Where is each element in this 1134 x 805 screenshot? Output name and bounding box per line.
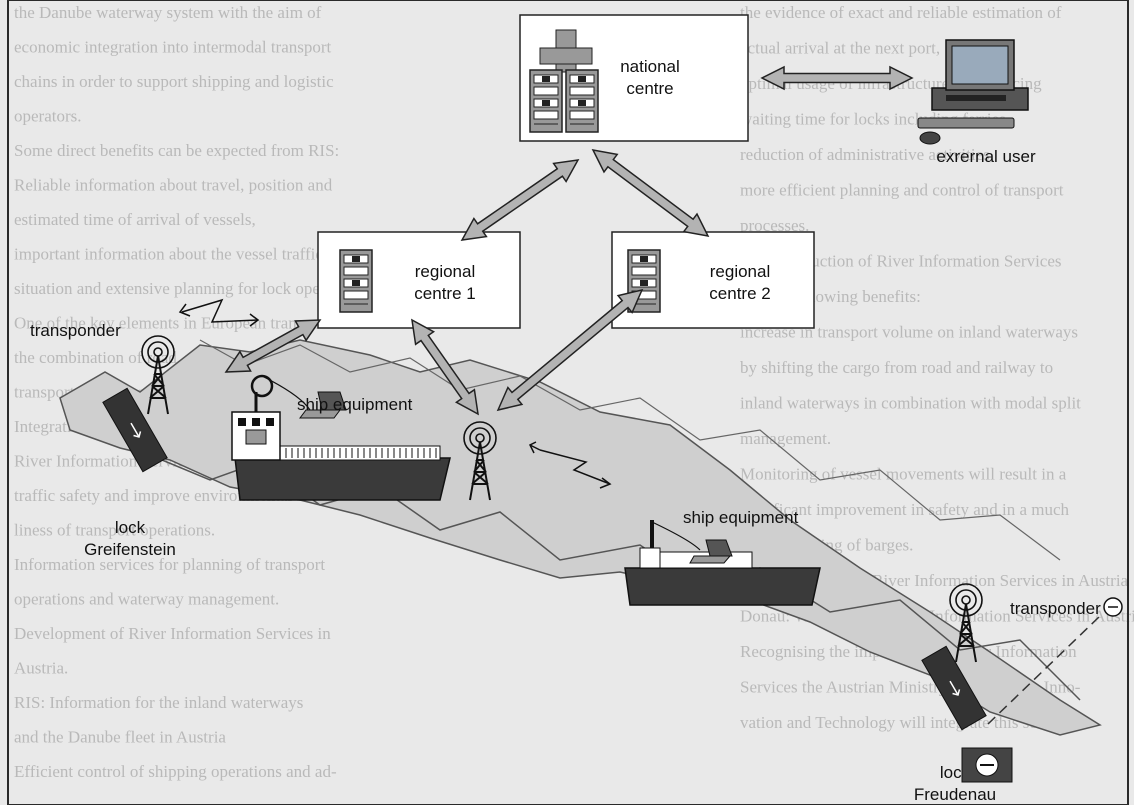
background-text-line: RIS: Information for the inland waterway…	[14, 693, 303, 712]
ship-equipment-label-right: ship equipment	[683, 508, 799, 527]
double-arrow	[460, 159, 580, 241]
double-arrow	[411, 318, 479, 416]
ship-equipment-label-left: ship equipment	[297, 395, 413, 414]
minus-circle-icon	[1103, 597, 1123, 617]
background-text-line: operations and waterway management.	[14, 590, 279, 609]
background-text-line: processes.	[740, 216, 809, 235]
desktop-computer-icon	[917, 39, 1029, 145]
background-text-line: vation and Technology will integrate thi…	[740, 713, 1089, 732]
background-text-line: liness of transport operations.	[14, 521, 215, 540]
background-text-line: increase in transport volume on inland w…	[740, 323, 1078, 342]
background-text-line: Austria.	[14, 659, 68, 678]
transponder-label-right: transponder	[1010, 599, 1101, 618]
background-text-line: Monitoring of vessel movements will resu…	[740, 465, 1067, 484]
double-arrow	[496, 288, 644, 412]
background-text-line: and the Danube fleet in Austria	[14, 728, 226, 747]
background-text-line: the evidence of exact and reliable estim…	[740, 3, 1062, 22]
transponder-label-left: transponder	[30, 321, 121, 340]
background-text-line: reduction of administrative activities,	[740, 145, 994, 164]
laptop-icon	[689, 539, 733, 564]
river	[59, 339, 1102, 736]
background-text-line: The introduction of River Information Se…	[740, 252, 1062, 271]
background-text-line: economic integration into intermodal tra…	[14, 38, 332, 57]
background-text-line: by shifting the cargo from road and rail…	[740, 358, 1053, 377]
laptop-icon	[299, 391, 347, 419]
background-text-line: estimated time of arrival of vessels,	[14, 210, 256, 229]
background-text-line: Reliable information about travel, posit…	[14, 176, 333, 195]
connection-arrows	[224, 65, 914, 416]
background-text-line: significant improvement in safety and in…	[740, 500, 1070, 519]
double-arrow	[760, 65, 914, 91]
ship-icon	[624, 520, 821, 606]
background-text-line: chains in order to support shipping and …	[14, 72, 334, 91]
ship-icon	[231, 374, 451, 501]
double-arrow	[224, 319, 322, 373]
external-user-label: exrernal user	[936, 147, 1036, 166]
wireless-signal-icon	[178, 298, 612, 489]
server-rack-icon	[529, 29, 599, 133]
background-text-line: important information about the vessel t…	[14, 245, 323, 264]
server-rack-icon	[339, 249, 373, 313]
background-text-line: more efficient planning and control of t…	[740, 181, 1064, 200]
background-text-line: Efficient control of shipping operations…	[14, 762, 337, 781]
lock-gate-icon	[921, 645, 987, 731]
background-text-line: actual arrival at the next port,	[740, 39, 940, 58]
background-text-line: Information services for planning of tra…	[14, 555, 325, 574]
background-text-line: operators.	[14, 107, 82, 126]
background-text-line: Some direct benefits can be expected fro…	[14, 141, 339, 160]
background-text-line: inland waterways in combination with mod…	[740, 394, 1081, 413]
background-text-line: Development of River Information Service…	[14, 624, 331, 643]
background-text-line: One of the key elements in European tran…	[14, 314, 346, 333]
river-upper-bank	[199, 339, 1061, 561]
lock-gate-icon	[102, 387, 168, 473]
background-text-line: management.	[740, 429, 831, 448]
lock-control-box	[961, 747, 1013, 783]
background-text-line: situation and extensive planning for loc…	[14, 279, 370, 298]
figure-frame	[7, 0, 1129, 805]
dashed-link	[987, 615, 1101, 725]
double-arrow	[591, 148, 710, 238]
background-text-line: the Danube waterway system with the aim …	[14, 3, 322, 22]
